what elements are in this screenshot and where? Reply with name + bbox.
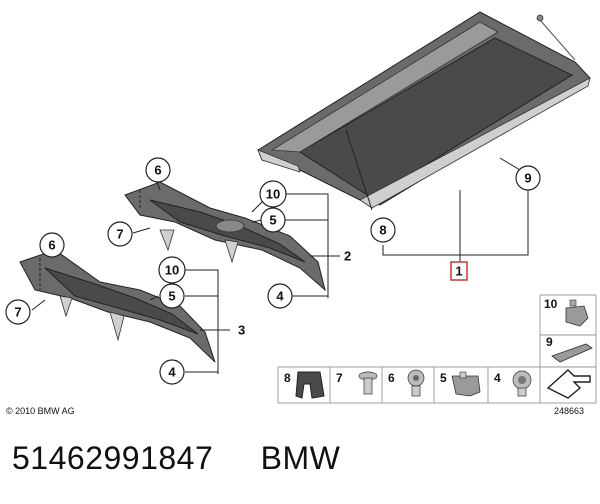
svg-text:7: 7 [336,371,343,385]
svg-text:3: 3 [238,323,245,338]
leader-5-lower-b [149,295,159,301]
svg-text:10: 10 [266,187,280,202]
side-trim-lower [19,249,216,363]
svg-text:9: 9 [546,335,553,349]
callout-4-lower: 4 [159,359,185,385]
callout-3: 3 [238,323,245,338]
luggage-compartment-cover [257,11,591,209]
callout-8: 8 [370,217,396,243]
legend-item-4: 4 [494,370,532,397]
part-number: 51462991847 [12,440,214,476]
svg-text:5: 5 [168,289,175,304]
callout-7-lower: 7 [5,299,31,325]
legend-item-7: 7 [336,371,378,395]
svg-text:7: 7 [14,305,21,320]
svg-text:9: 9 [524,171,531,186]
svg-text:6: 6 [154,163,161,178]
svg-text:6: 6 [388,371,395,385]
svg-text:1: 1 [455,264,462,279]
legend-side-9: 9 [539,334,597,368]
legend-item-6: 6 [388,369,425,397]
leader-8 [345,129,373,211]
side-trim-upper [124,181,326,292]
svg-text:5: 5 [440,371,447,385]
svg-text:10: 10 [544,297,558,311]
callout-4-upper: 4 [267,283,293,309]
callout-9: 9 [515,165,541,191]
svg-text:5: 5 [269,213,276,228]
leader-7-upper [132,227,151,234]
callout-2: 2 [344,249,351,264]
leader-bracket-10-lower [185,269,219,374]
footer-label: 51462991847 BMW [12,440,340,477]
leader-9 [499,157,521,171]
svg-text:2: 2 [344,249,351,264]
callout-10-upper: 10 [259,180,287,208]
image-number: 248663 [554,406,584,416]
brand-name: BMW [260,440,341,476]
callout-5-lower: 5 [159,283,185,309]
callout-10-lower: 10 [158,256,186,284]
svg-text:4: 4 [494,371,501,385]
svg-text:4: 4 [276,289,284,304]
legend-arrow-icon [546,369,591,399]
leader-5-upper-b [251,219,263,223]
leader-bracket-1 [382,190,529,256]
parts-diagram: 6 7 10 5 2 4 6 7 10 5 3 4 8 [5,11,597,416]
callout-6-upper: 6 [145,157,171,183]
legend-item-5: 5 [440,371,481,397]
svg-text:7: 7 [116,227,123,242]
leader-bracket-10-upper [285,193,329,298]
legend-side-10: 10 [539,294,597,336]
legend-item-8: 8 [284,371,325,399]
svg-text:8: 8 [284,371,291,385]
leader-7-lower [31,299,46,311]
callout-5-upper: 5 [260,207,286,233]
callout-7-upper: 7 [107,221,133,247]
callout-1: 1 [450,261,468,281]
legend-strip: 8 7 6 5 4 [277,366,597,404]
svg-text:10: 10 [165,263,179,278]
svg-text:8: 8 [379,223,386,238]
copyright: © 2010 BMW AG [6,406,75,416]
svg-text:6: 6 [48,238,55,253]
callout-6-lower: 6 [39,232,65,258]
svg-text:4: 4 [168,365,176,380]
